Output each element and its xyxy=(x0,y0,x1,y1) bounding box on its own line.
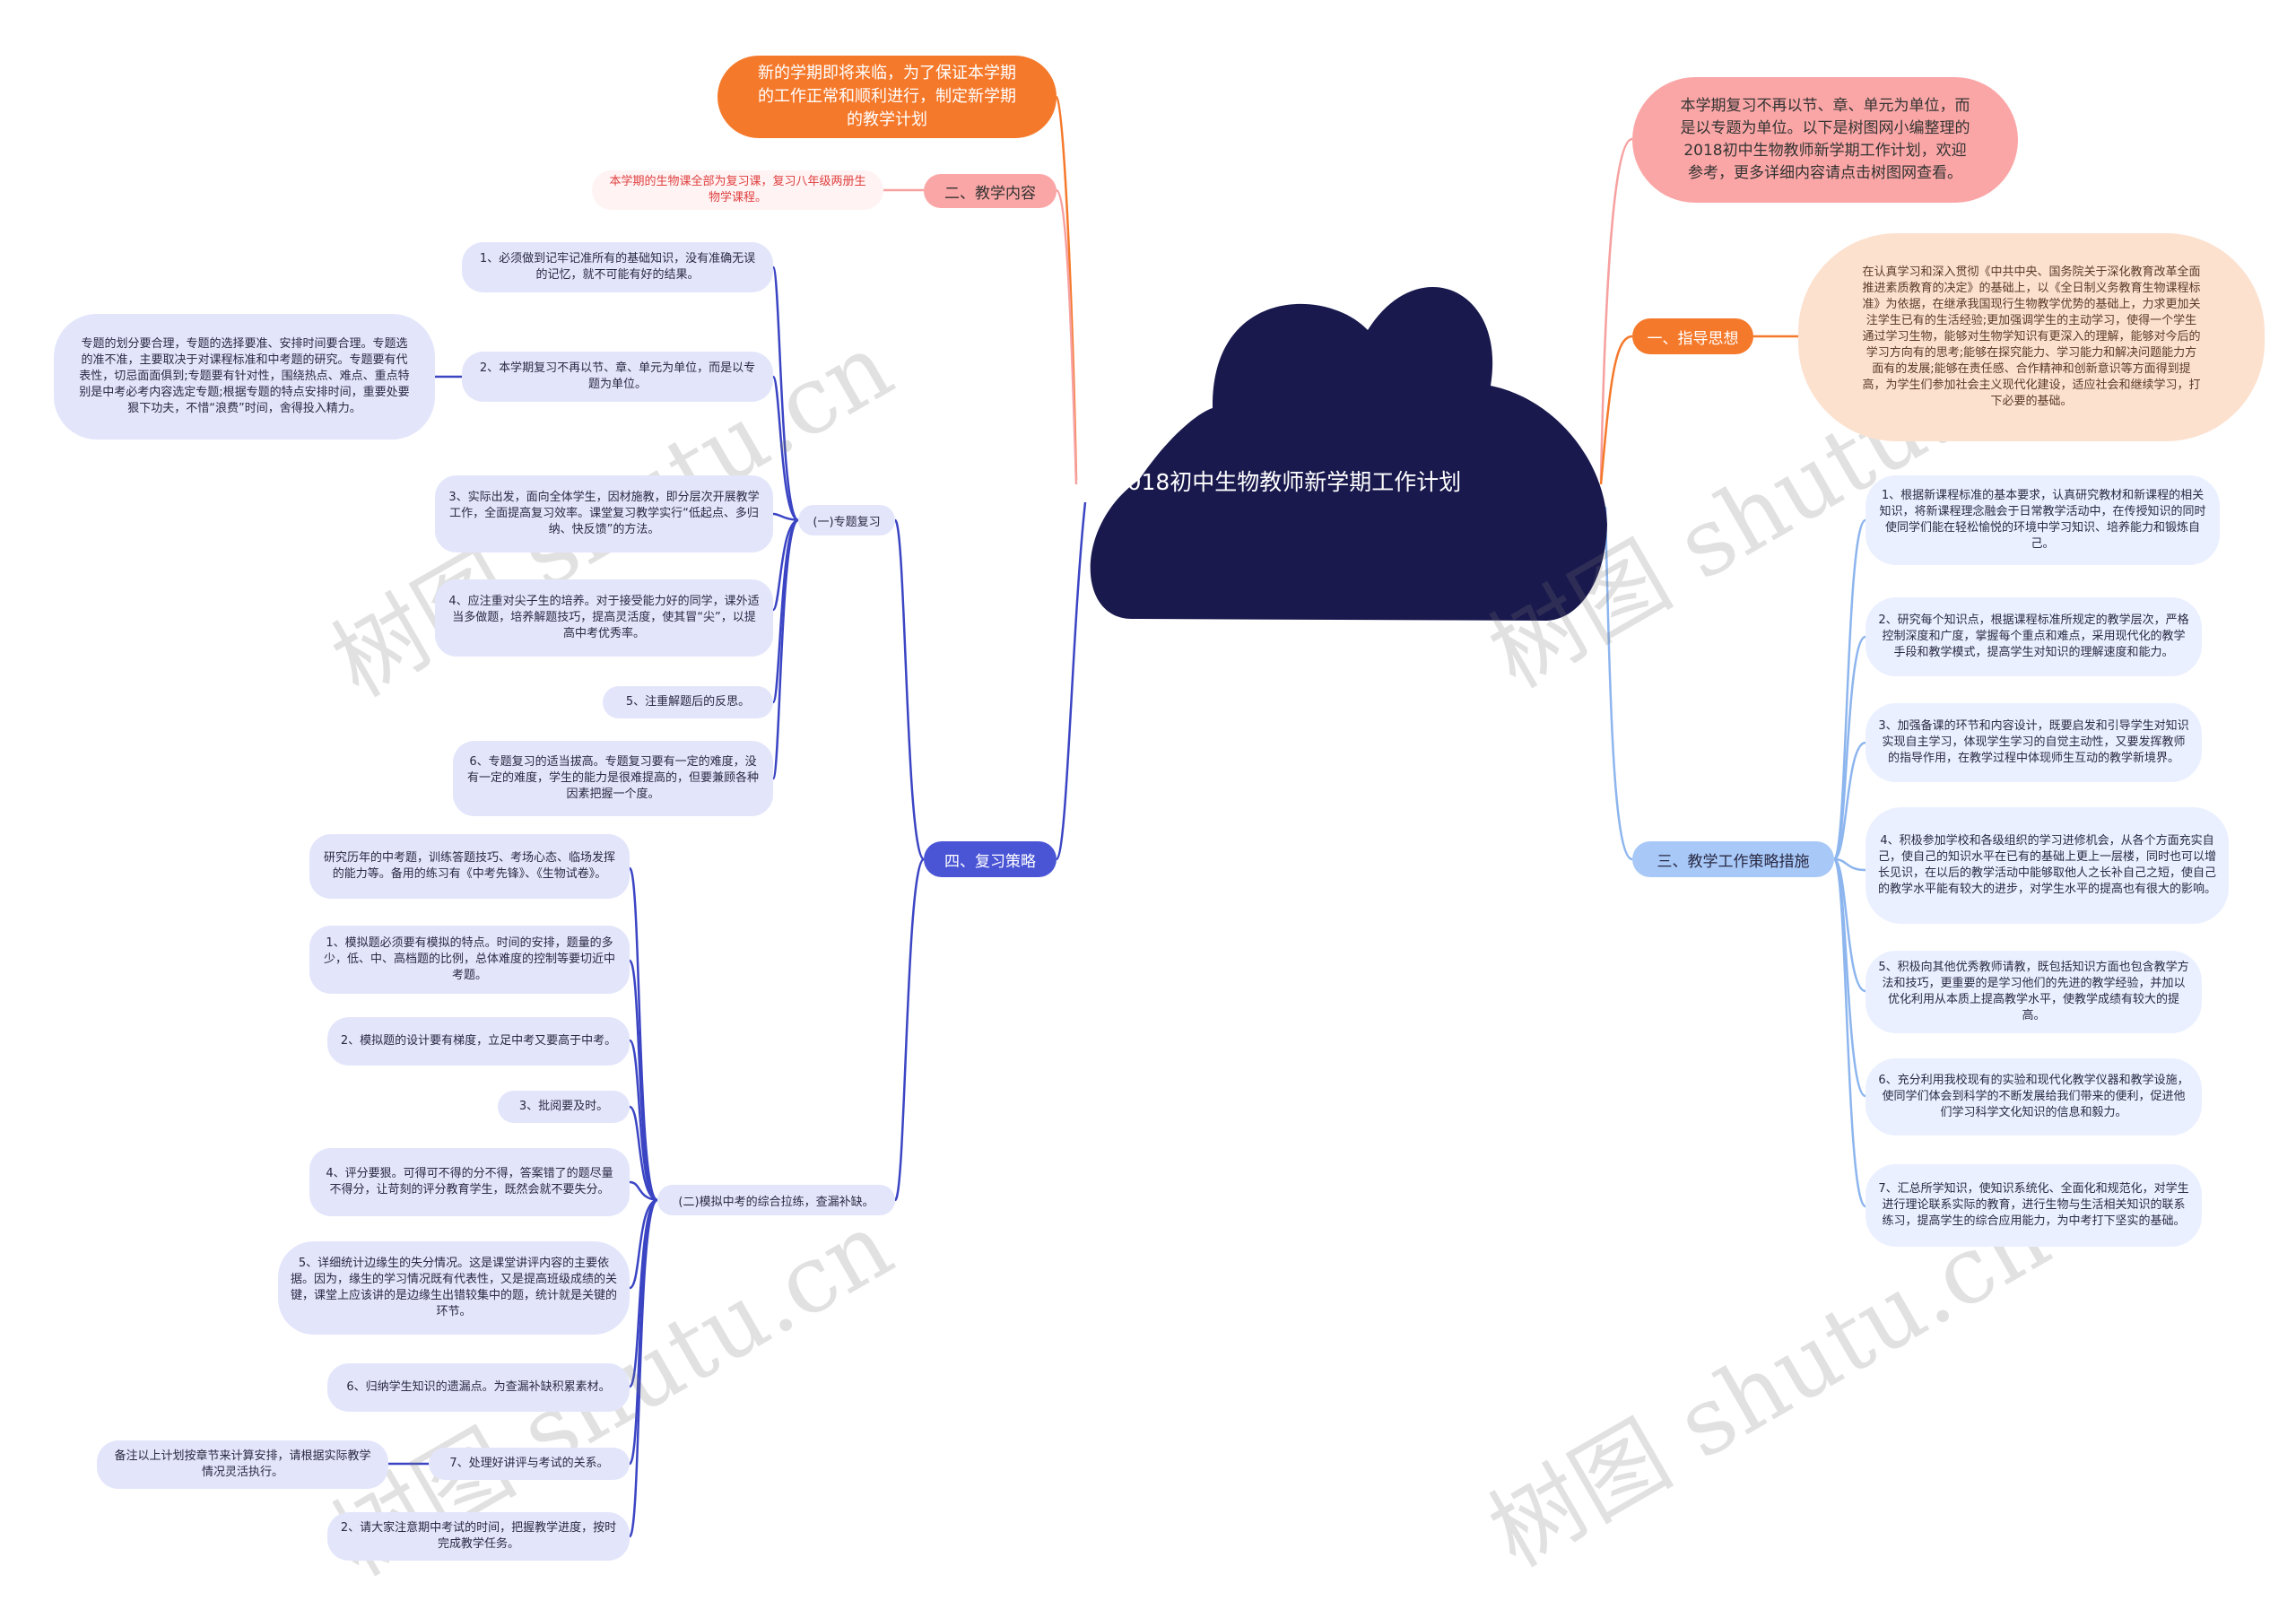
topic-review-item-1[interactable]: 1、必须做到记牢记准所有的基础知识，没有准确无误的记忆，就不可能有好的结果。 xyxy=(462,242,773,292)
topic-review-item-5[interactable]: 5、注重解题后的反思。 xyxy=(603,686,773,718)
mock-exam-item-2[interactable]: 2、模拟题的设计要有梯度，立足中考又要高于中考。 xyxy=(327,1017,630,1066)
sub-topic-mock-exam[interactable]: (二)模拟中考的综合拉练，查漏补缺。 xyxy=(657,1185,895,1215)
connectors-branch3 xyxy=(1832,518,1867,1208)
teaching-content-text[interactable]: 本学期的生物课全部为复习课，复习八年级两册生物学课程。 xyxy=(592,170,883,210)
guiding-ideology-text[interactable]: 在认真学习和深入贯彻《中共中央、国务院关于深化教育改革全面推进素质教育的决定》的… xyxy=(1798,233,2265,441)
right-intro-node[interactable]: 本学期复习不再以节、章、单元为单位，而是以专题为单位。以下是树图网小编整理的20… xyxy=(1632,77,2018,203)
strategy-item-7[interactable]: 7、汇总所学知识，使知识系统化、全面化和规范化，对学生进行理论联系实际的教育，进… xyxy=(1866,1164,2202,1247)
branch-review-strategy-label: 四、复习策略 xyxy=(944,852,1036,871)
branch-review-strategy[interactable]: 四、复习策略 xyxy=(924,841,1057,877)
strategy-item-2[interactable]: 2、研究每个知识点，根据课程标准所规定的教学层次，严格控制深度和广度，掌握每个重… xyxy=(1866,597,2202,676)
mock-exam-item-intro[interactable]: 研究历年的中考题，训练答题技巧、考场心态、临场发挥的能力等。备用的练习有《中考先… xyxy=(309,834,630,899)
connector-center-branch2 xyxy=(1056,188,1078,485)
connector-center-branch4 xyxy=(1055,501,1087,861)
connector-center-right-intro xyxy=(1599,137,1633,481)
strategy-item-3[interactable]: 3、加强备课的环节和内容设计，既要启发和引导学生对知识实现自主学习，体现学生学习… xyxy=(1866,703,2202,782)
mock-exam-item-3[interactable]: 3、批阅要及时。 xyxy=(498,1091,630,1123)
mock-exam-item-5[interactable]: 5、详细统计边缘生的失分情况。这是课堂讲评内容的主要依据。因为，缘生的学习情况既… xyxy=(278,1241,630,1335)
branch-teaching-content[interactable]: 二、教学内容 xyxy=(924,174,1057,208)
topic-review-item-4[interactable]: 4、应注重对尖子生的培养。对于接受能力好的同学，课外适当多做题，培养解题技巧，提… xyxy=(435,579,773,657)
top-intro-node[interactable]: 新的学期即将来临，为了保证本学期的工作正常和顺利进行，制定新学期的教学计划 xyxy=(718,56,1057,138)
mock-exam-item-7[interactable]: 7、处理好讲评与考试的关系。 xyxy=(429,1448,630,1480)
branch-strategy-measures[interactable]: 三、教学工作策略措施 xyxy=(1632,841,1834,877)
connector-center-branch1 xyxy=(1599,335,1633,485)
topic-review-item-2[interactable]: 2、本学期复习不再以节、章、单元为单位，而是以专题为单位。 xyxy=(462,352,773,402)
mock-exam-item-4[interactable]: 4、评分要狠。可得可不得的分不得，答案错了的题尽量不得分，让苛刻的评分教育学生，… xyxy=(309,1148,630,1216)
branch-teaching-content-label: 二、教学内容 xyxy=(944,184,1036,203)
sub-topic-review[interactable]: (一)专题复习 xyxy=(798,505,895,535)
central-cloud-shape xyxy=(1090,286,1607,621)
mock-exam-item-8[interactable]: 2、请大家注意期中考试的时间，把握教学进度，按时完成教学任务。 xyxy=(327,1512,630,1561)
top-intro-text: 新的学期即将来临，为了保证本学期的工作正常和顺利进行，制定新学期的教学计划 xyxy=(758,64,1016,129)
topic-review-detail[interactable]: 专题的划分要合理，专题的选择要准、安排时间要合理。专题选的准不准，主要取决于对课… xyxy=(54,314,435,439)
strategy-item-5[interactable]: 5、积极向其他优秀教师请教，既包括知识方面也包含教学方法和技巧，更重要的是学习他… xyxy=(1866,951,2202,1033)
connector-center-branch3 xyxy=(1604,506,1633,861)
mock-exam-item-6[interactable]: 6、归纳学生知识的遗漏点。为查漏补缺积累素材。 xyxy=(327,1363,630,1412)
strategy-item-4[interactable]: 4、积极参加学校和各级组织的学习进修机会，从各个方面充实自己，使自己的知识水平在… xyxy=(1866,807,2229,924)
connector-center-top-intro xyxy=(1055,95,1078,481)
central-topic-title[interactable]: 2018初中生物教师新学期工作计划 xyxy=(1112,469,1462,495)
topic-review-item-3[interactable]: 3、实际出发，面向全体学生，因材施教，即分层次开展教学工作，全面提高复习效率。课… xyxy=(435,475,773,553)
mock-exam-note[interactable]: 备注以上计划按章节来计算安排，请根据实际教学情况灵活执行。 xyxy=(97,1440,388,1489)
strategy-item-1[interactable]: 1、根据新课程标准的基本要求，认真研究教材和新课程的相关知识，将新课程理念融会于… xyxy=(1866,475,2220,565)
mock-exam-item-1[interactable]: 1、模拟题必须要有模拟的特点。时间的安排，题量的多少，低、中、高档题的比例，总体… xyxy=(309,926,630,994)
right-intro-text: 本学期复习不再以节、章、单元为单位，而是以专题为单位。以下是树图网小编整理的20… xyxy=(1680,97,1970,182)
connector-branch4-sub2 xyxy=(893,857,926,1202)
strategy-item-6[interactable]: 6、充分利用我校现有的实验和现代化教学仪器和教学设施，使同学们体会到科学的不断发… xyxy=(1866,1058,2202,1135)
topic-review-item-6[interactable]: 6、专题复习的适当拔高。专题复习要有一定的难度，没有一定的难度，学生的能力是很难… xyxy=(453,741,773,816)
connector-branch4-sub1 xyxy=(893,518,926,861)
branch-guiding-ideology[interactable]: 一、指导思想 xyxy=(1632,318,1753,354)
branch-strategy-measures-label: 三、教学工作策略措施 xyxy=(1657,852,1810,871)
branch-guiding-ideology-label: 一、指导思想 xyxy=(1647,329,1739,348)
